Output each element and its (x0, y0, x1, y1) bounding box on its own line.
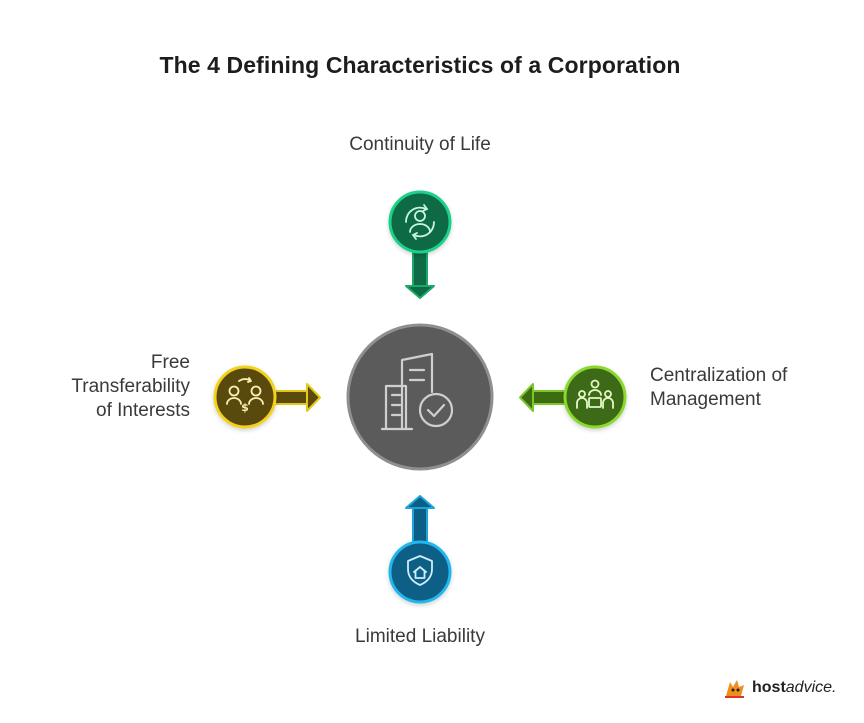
center-hub (346, 323, 494, 471)
label-line: of Interests (96, 400, 190, 421)
brand-name: hostadvice. (752, 679, 836, 697)
page-title: The 4 Defining Characteristics of a Corp… (159, 52, 681, 78)
node-free-transferability: $ (213, 365, 321, 429)
label-free-transferability: Free Transferability of Interests (20, 351, 190, 423)
building-check-icon (380, 352, 454, 431)
label-continuity-of-life: Continuity of Life (349, 134, 491, 155)
person-cycle-icon (405, 204, 435, 240)
fox-mascot-icon (725, 680, 744, 698)
brand-name-bold: host (752, 679, 786, 696)
node-centralization-of-management (519, 365, 627, 429)
money-exchange-icon: $ (226, 377, 264, 414)
shield-home-icon (407, 555, 433, 586)
brand-logo[interactable]: hostadvice. (722, 676, 836, 700)
meeting-group-icon (576, 379, 614, 409)
svg-text:$: $ (241, 401, 249, 414)
label-line: Free (150, 352, 190, 373)
label-line: Management (650, 389, 761, 410)
brand-name-rest: advice. (785, 679, 837, 696)
node-limited-liability (388, 495, 452, 604)
label-limited-liability: Limited Liability (355, 626, 485, 647)
label-line: Centralization of (650, 365, 788, 386)
label-line: Transferability (71, 376, 190, 397)
node-continuity-of-life (388, 190, 452, 299)
label-centralization-of-management: Centralization of Management (650, 364, 850, 412)
